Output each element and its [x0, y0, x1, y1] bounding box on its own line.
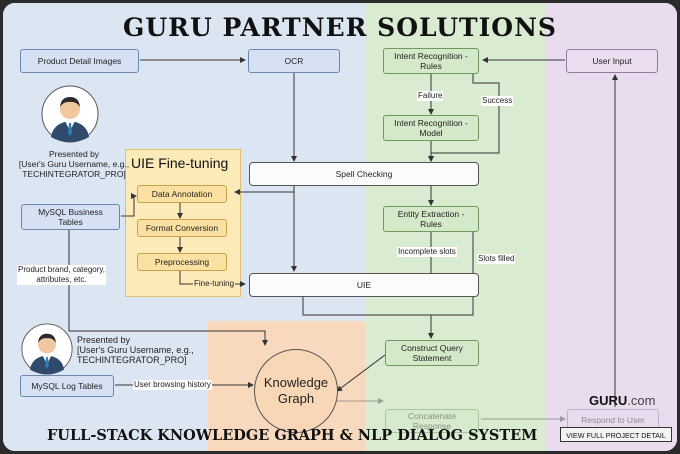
label-incomplete-slots: Incomplete slots [397, 247, 457, 257]
node-intent-model: Intent Recognition - Model [383, 115, 479, 141]
node-knowledge-graph: Knowledge Graph [254, 349, 338, 433]
edge-uie-query [302, 297, 431, 316]
node-uie: UIE [249, 273, 479, 297]
presenter-avatar-icon [41, 85, 99, 143]
diagram-canvas: UIE Fine-tuning GURU PARTNER SOLUTIONS [3, 3, 677, 451]
label-product-brand: Product brand, category, attributes, etc… [17, 265, 107, 285]
view-project-button[interactable]: VIEW FULL PROJECT DETAIL [560, 427, 672, 442]
edge-mysql-kg [68, 229, 268, 346]
label-success: Success [481, 96, 514, 106]
page-title: GURU PARTNER SOLUTIONS [123, 13, 557, 42]
band-purple [545, 3, 677, 451]
node-concatenate-response: Concatenate Response [385, 409, 479, 433]
node-spell-checking: Spell Checking [249, 162, 479, 186]
node-entity-extraction: Entity Extraction - Rules [383, 206, 479, 232]
brand-guru: GURU [589, 393, 628, 408]
label-browsing-history: User browsing history [133, 380, 212, 390]
presenter-top-text: Presented by [User's Guru Username, e.g.… [18, 149, 130, 179]
node-mysql-business-tables: MySQL Business Tables [21, 204, 120, 230]
node-product-detail-images: Product Detail Images [20, 49, 139, 73]
label-fine-tuning: Fine-tuning [193, 279, 236, 289]
node-mysql-log-tables: MySQL Log Tables [20, 375, 114, 397]
brand-com: .com [627, 393, 656, 408]
label-slots-filled: Slots filled [477, 254, 516, 264]
uie-panel-title: UIE Fine-tuning [131, 155, 229, 171]
node-intent-rules: Intent Recognition - Rules [383, 48, 479, 74]
brand-logo: GURU.com [589, 393, 655, 408]
node-preprocessing: Preprocessing [137, 253, 227, 271]
footer-title: FULL-STACK KNOWLEDGE GRAPH & NLP DIALOG … [47, 427, 538, 444]
edge-query-kg [336, 354, 386, 392]
label-failure: Failure [417, 91, 444, 101]
node-ocr: OCR [248, 49, 340, 73]
node-data-annotation: Data Annotation [137, 185, 227, 203]
edge-mysql-annotation [121, 193, 137, 217]
edge-slots-filled [428, 229, 474, 339]
node-user-input: User Input [566, 49, 658, 73]
node-format-conversion: Format Conversion [137, 219, 227, 237]
node-construct-query: Construct Query Statement [385, 340, 479, 366]
presenter-bottom-text: Presented by [User's Guru Username, e.g.… [77, 335, 194, 365]
presenter-avatar-icon [21, 323, 73, 375]
